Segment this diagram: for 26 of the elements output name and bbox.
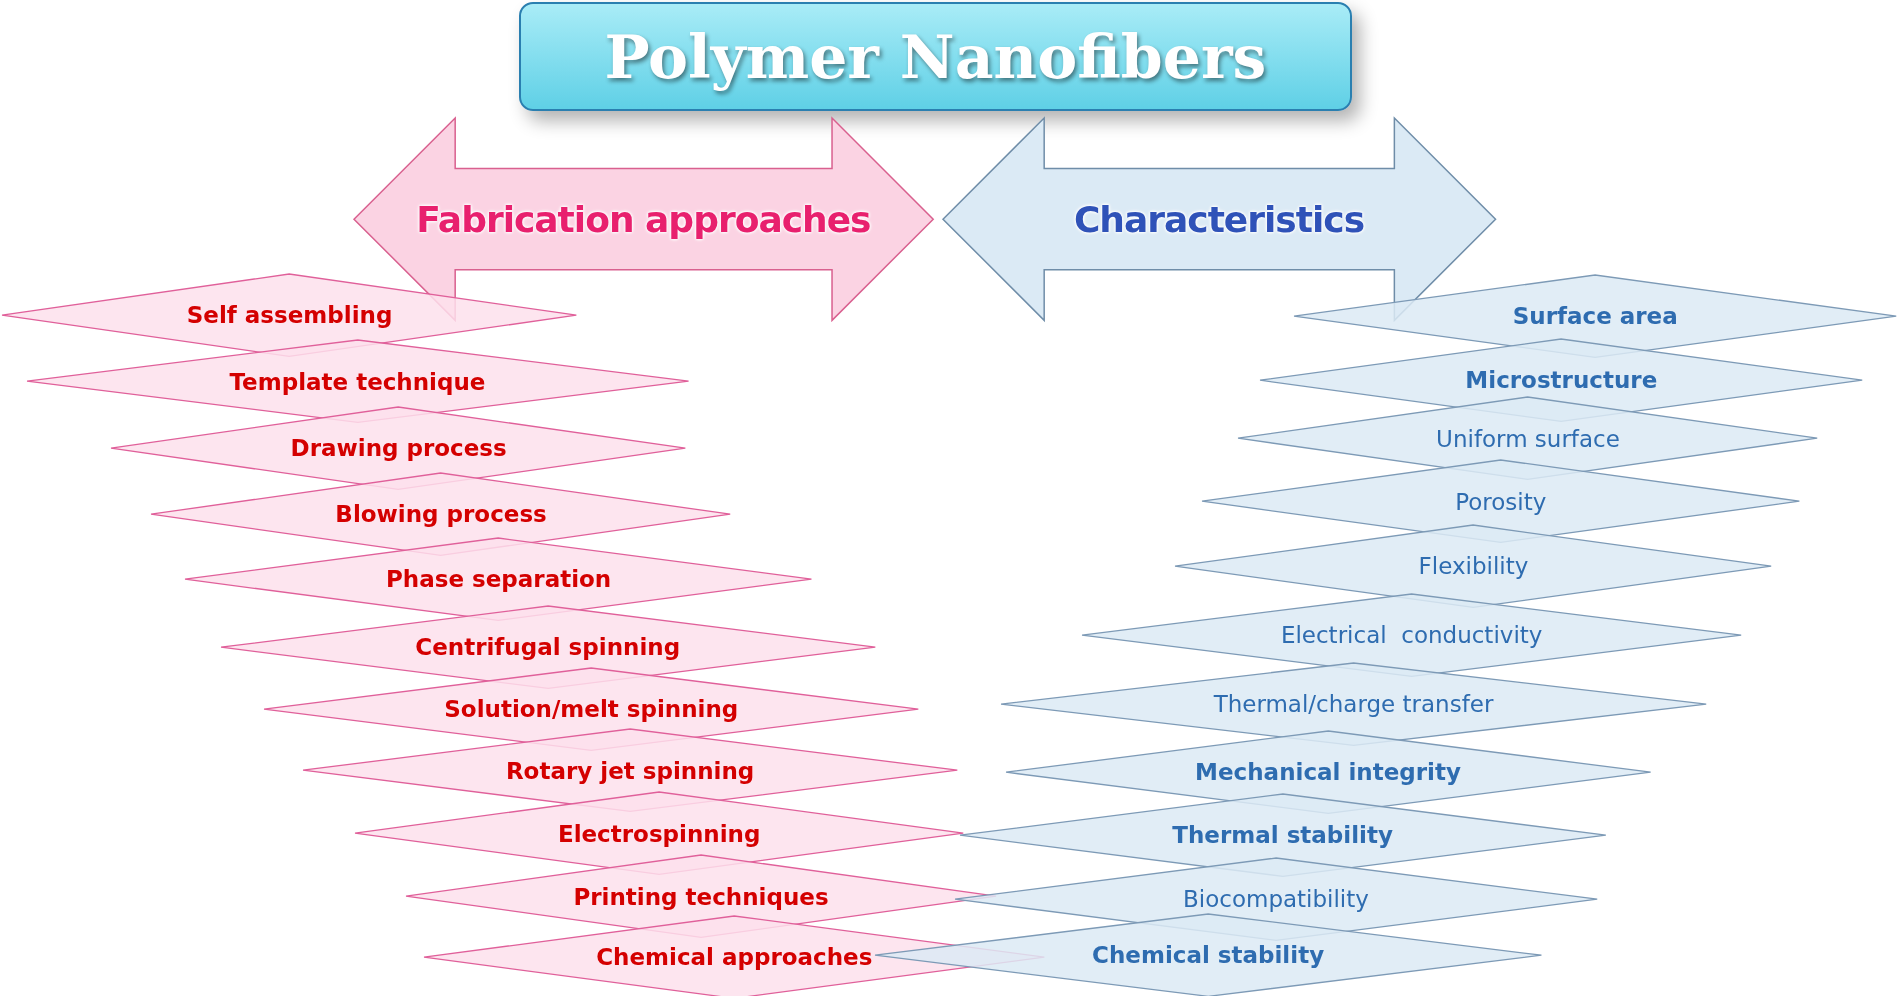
diamond-label: Mechanical integrity [1195, 758, 1461, 785]
arrow-label: Characteristics [1073, 198, 1365, 240]
diamond-label: Surface area [1512, 303, 1678, 330]
diamond-label: Electrical conductivity [1280, 621, 1543, 648]
diamond-label: Self assembling [186, 302, 393, 329]
diamond-label: Rotary jet spinning [505, 757, 755, 784]
diamond-label: Phase separation [386, 566, 612, 593]
diamond-label: Thermal/charge transfer [1213, 691, 1494, 717]
diamond-label: Centrifugal spinning [415, 634, 681, 661]
diamond-label: Uniform surface [1436, 425, 1620, 452]
diamond-label: Porosity [1455, 488, 1547, 515]
diamond-label: Biocompatibility [1183, 886, 1369, 913]
diamond-label: Thermal stability [1172, 821, 1393, 848]
diamond-label: Electrospinning [557, 820, 761, 847]
title-text: Polymer Nanofibers [604, 21, 1267, 92]
diamond-label: Drawing process [290, 435, 507, 462]
diamond-label: Chemical approaches [596, 944, 873, 971]
diamond-label: Chemical stability [1092, 941, 1325, 968]
title-banner [518, 2, 1353, 112]
arrow-label: Fabrication approaches [416, 198, 871, 240]
diamond-label: Template technique [229, 368, 486, 395]
diamond-label: Solution/melt spinning [444, 695, 739, 722]
diamond-label: Blowing process [335, 500, 547, 527]
diamond-label: Microstructure [1465, 367, 1658, 394]
diamond-label: Printing techniques [573, 883, 829, 910]
diamond-label: Flexibility [1418, 552, 1529, 579]
